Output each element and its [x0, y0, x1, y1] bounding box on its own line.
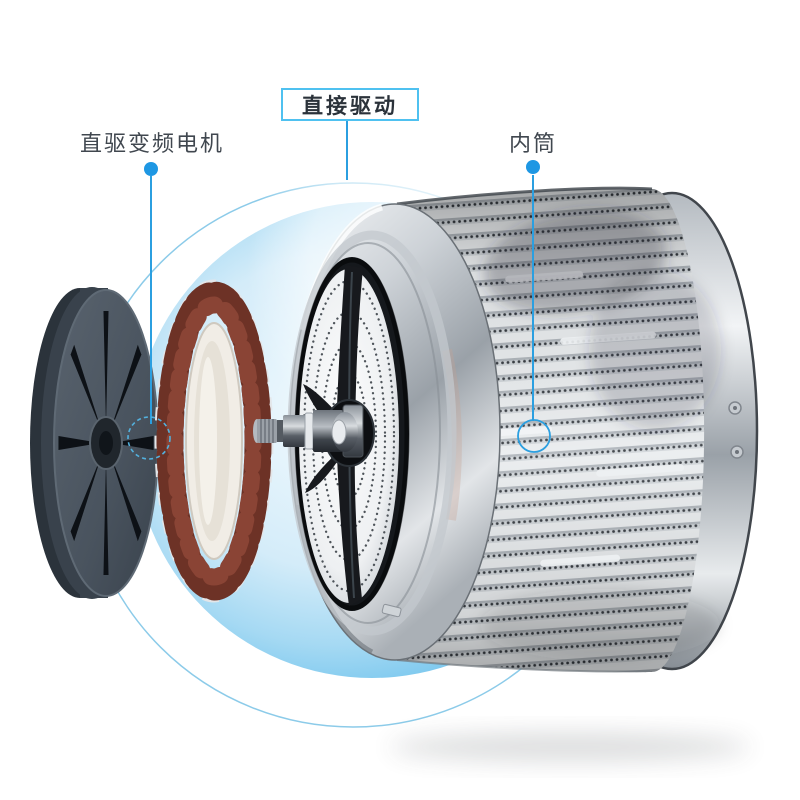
rotor-disc: [30, 287, 159, 599]
target-circle-drum: [517, 419, 551, 453]
back-rim-screws: [728, 401, 744, 459]
callout-markers: [127, 121, 551, 460]
callout-box-label: 直接驱动: [302, 94, 398, 118]
leader-dot-motor: [144, 162, 158, 176]
label-inner-drum: 内筒: [508, 131, 557, 156]
drive-shaft: [253, 404, 364, 458]
target-circle-motor: [127, 416, 171, 460]
callout-box-direct-drive: 直接驱动: [281, 88, 419, 121]
leader-dot-drum: [526, 160, 540, 174]
stator-motor: [154, 279, 274, 603]
drop-shadow: [390, 733, 750, 761]
label-motor: 直驱变频电机: [79, 131, 224, 156]
